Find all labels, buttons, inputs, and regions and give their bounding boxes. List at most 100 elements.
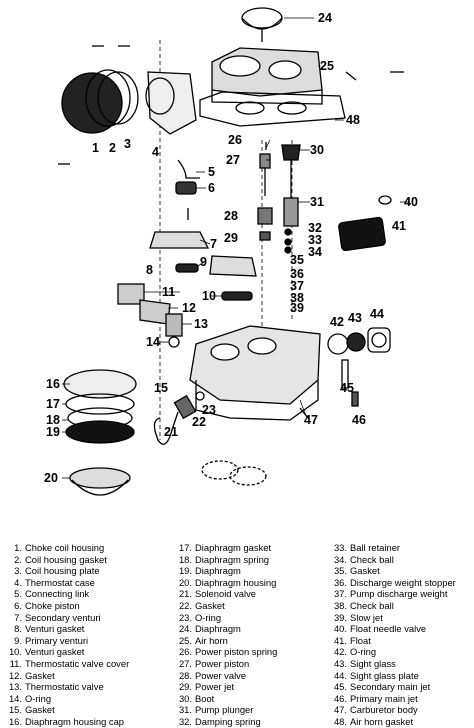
legend-item-number: 17. (178, 542, 192, 553)
legend-item-number: 46. (333, 692, 347, 704)
legend-item: 20.Diaphragm housing (176, 577, 332, 589)
legend-item: 39.Slow jet (332, 612, 474, 624)
callout-17: 17 (46, 397, 60, 411)
legend-item-label: Air horn gasket (350, 715, 414, 727)
legend-item-label: Primary main jet (350, 692, 418, 704)
legend-item: 24.Diaphragm (176, 623, 332, 635)
callout-8: 8 (146, 263, 153, 277)
legend-item: 45.Secondary main jet (332, 681, 474, 693)
legend-item-number: 48. (333, 715, 347, 727)
callout-26: 26 (228, 133, 242, 147)
legend-item-label: Venturi gasket (25, 646, 85, 658)
callout-40: 40 (404, 195, 418, 209)
legend-item: 48.Air horn gasket (332, 716, 474, 728)
callout-10: 10 (202, 289, 216, 303)
legend-item: 31.Pump plunger (176, 704, 332, 716)
legend-item-label: Power valve (195, 669, 247, 681)
callout-9: 9 (200, 255, 207, 269)
legend-item-number: 24. (178, 623, 192, 635)
legend-item: 37.Pump discharge weight (332, 588, 474, 600)
legend-item-label: Choke coil housing (25, 542, 105, 553)
legend-item-number: 25. (178, 634, 192, 646)
legend-item-number: 33. (333, 542, 347, 553)
callout-41: 41 (392, 219, 406, 233)
legend-item-number: 37. (333, 588, 347, 600)
legend-item-label: Thermostatic valve cover (25, 657, 130, 669)
callout-30: 30 (310, 143, 324, 157)
legend-item-label: Float needle valve (350, 623, 427, 635)
legend-item-number: 42. (333, 646, 347, 658)
legend-item-number: 21. (178, 588, 192, 600)
legend-item: 22.Gasket (176, 600, 332, 612)
callout-46: 46 (352, 413, 366, 427)
callout-1: 1 (92, 141, 99, 155)
callout-15: 15 (154, 381, 168, 395)
legend-item-number: 11. (9, 657, 22, 669)
legend-item-label: Check ball (350, 553, 394, 565)
legend-item: 42.O-ring (332, 646, 474, 658)
choke-housing-group (61, 69, 197, 135)
legend-item-label: Diaphragm spring (195, 553, 269, 565)
legend-item-number: 3. (14, 565, 22, 577)
legend-item-label: Thermostatic valve (25, 681, 104, 693)
legend-item-label: Gasket (25, 669, 55, 681)
callout-24: 24 (318, 11, 332, 25)
legend-item: 19.Diaphragm (176, 565, 332, 577)
callout-2: 2 (109, 141, 116, 155)
legend-item-number: 31. (178, 704, 192, 716)
exploded-carburetor-diagram: 24 25 48 1 2 3 4 26 30 27 5 6 31 40 28 4… (44, 7, 418, 496)
callout-19: 19 (46, 425, 60, 439)
legend-item: 29.Power jet (176, 681, 332, 693)
legend-item-label: Boot (195, 692, 215, 704)
callout-7: 7 (210, 237, 217, 251)
legend-item-label: Check ball (350, 599, 394, 611)
legend-item-label: Ball retainer (350, 542, 401, 553)
legend-item-number: 20. (178, 576, 192, 588)
legend-item: 14.O-ring (6, 693, 172, 705)
callout-31: 31 (310, 195, 324, 209)
legend-item: 41.Float (332, 635, 474, 647)
legend-item-label: Power piston spring (195, 646, 278, 658)
legend-item: 17.Diaphragm gasket (176, 542, 332, 554)
callout-45: 45 (340, 381, 354, 395)
legend-item-number: 7. (14, 611, 22, 623)
callout-5: 5 (208, 165, 215, 179)
callout-14: 14 (146, 335, 160, 349)
legend-item: 36.Discharge weight stopper (332, 577, 474, 589)
legend-item: 27.Power piston (176, 658, 332, 670)
legend-item-label: Choke piston (25, 599, 80, 611)
callout-16: 16 (46, 377, 60, 391)
legend-item: 9.Primary venturi (6, 635, 172, 647)
callout-39: 39 (290, 301, 304, 315)
legend-item-label: Gasket (350, 565, 380, 577)
legend-item-number: 47. (333, 704, 347, 716)
legend-item: 35.Gasket (332, 565, 474, 577)
callout-6: 6 (208, 181, 215, 195)
legend-item: 44.Sight glass plate (332, 670, 474, 682)
callout-36: 36 (290, 267, 304, 281)
legend-item-label: Discharge weight stopper (350, 576, 456, 588)
legend-item: 10.Venturi gasket (6, 646, 172, 658)
legend-item: 25.Air horn (176, 635, 332, 647)
legend-item-label: Diaphragm (195, 623, 241, 635)
callout-22: 22 (192, 415, 206, 429)
callout-28: 28 (224, 209, 238, 223)
carburetor-body-part (189, 325, 321, 421)
legend-item: 28.Power valve (176, 670, 332, 682)
callout-21: 21 (164, 425, 178, 439)
legend-item-label: Gasket (25, 704, 55, 716)
callout-47: 47 (304, 413, 318, 427)
callout-29: 29 (224, 231, 238, 245)
legend-item-label: O-ring (25, 692, 52, 704)
legend-item: 34.Check ball (332, 554, 474, 566)
legend-item-number: 35. (333, 565, 347, 577)
diaphragm-cap-part (241, 7, 283, 42)
legend-item-label: Carburetor body (350, 704, 418, 716)
legend-item-number: 41. (333, 634, 347, 646)
legend-item-number: 29. (178, 681, 192, 693)
legend-item-label: Connecting link (25, 588, 90, 600)
air-horn-part (211, 47, 323, 105)
legend-item: 30.Boot (176, 693, 332, 705)
